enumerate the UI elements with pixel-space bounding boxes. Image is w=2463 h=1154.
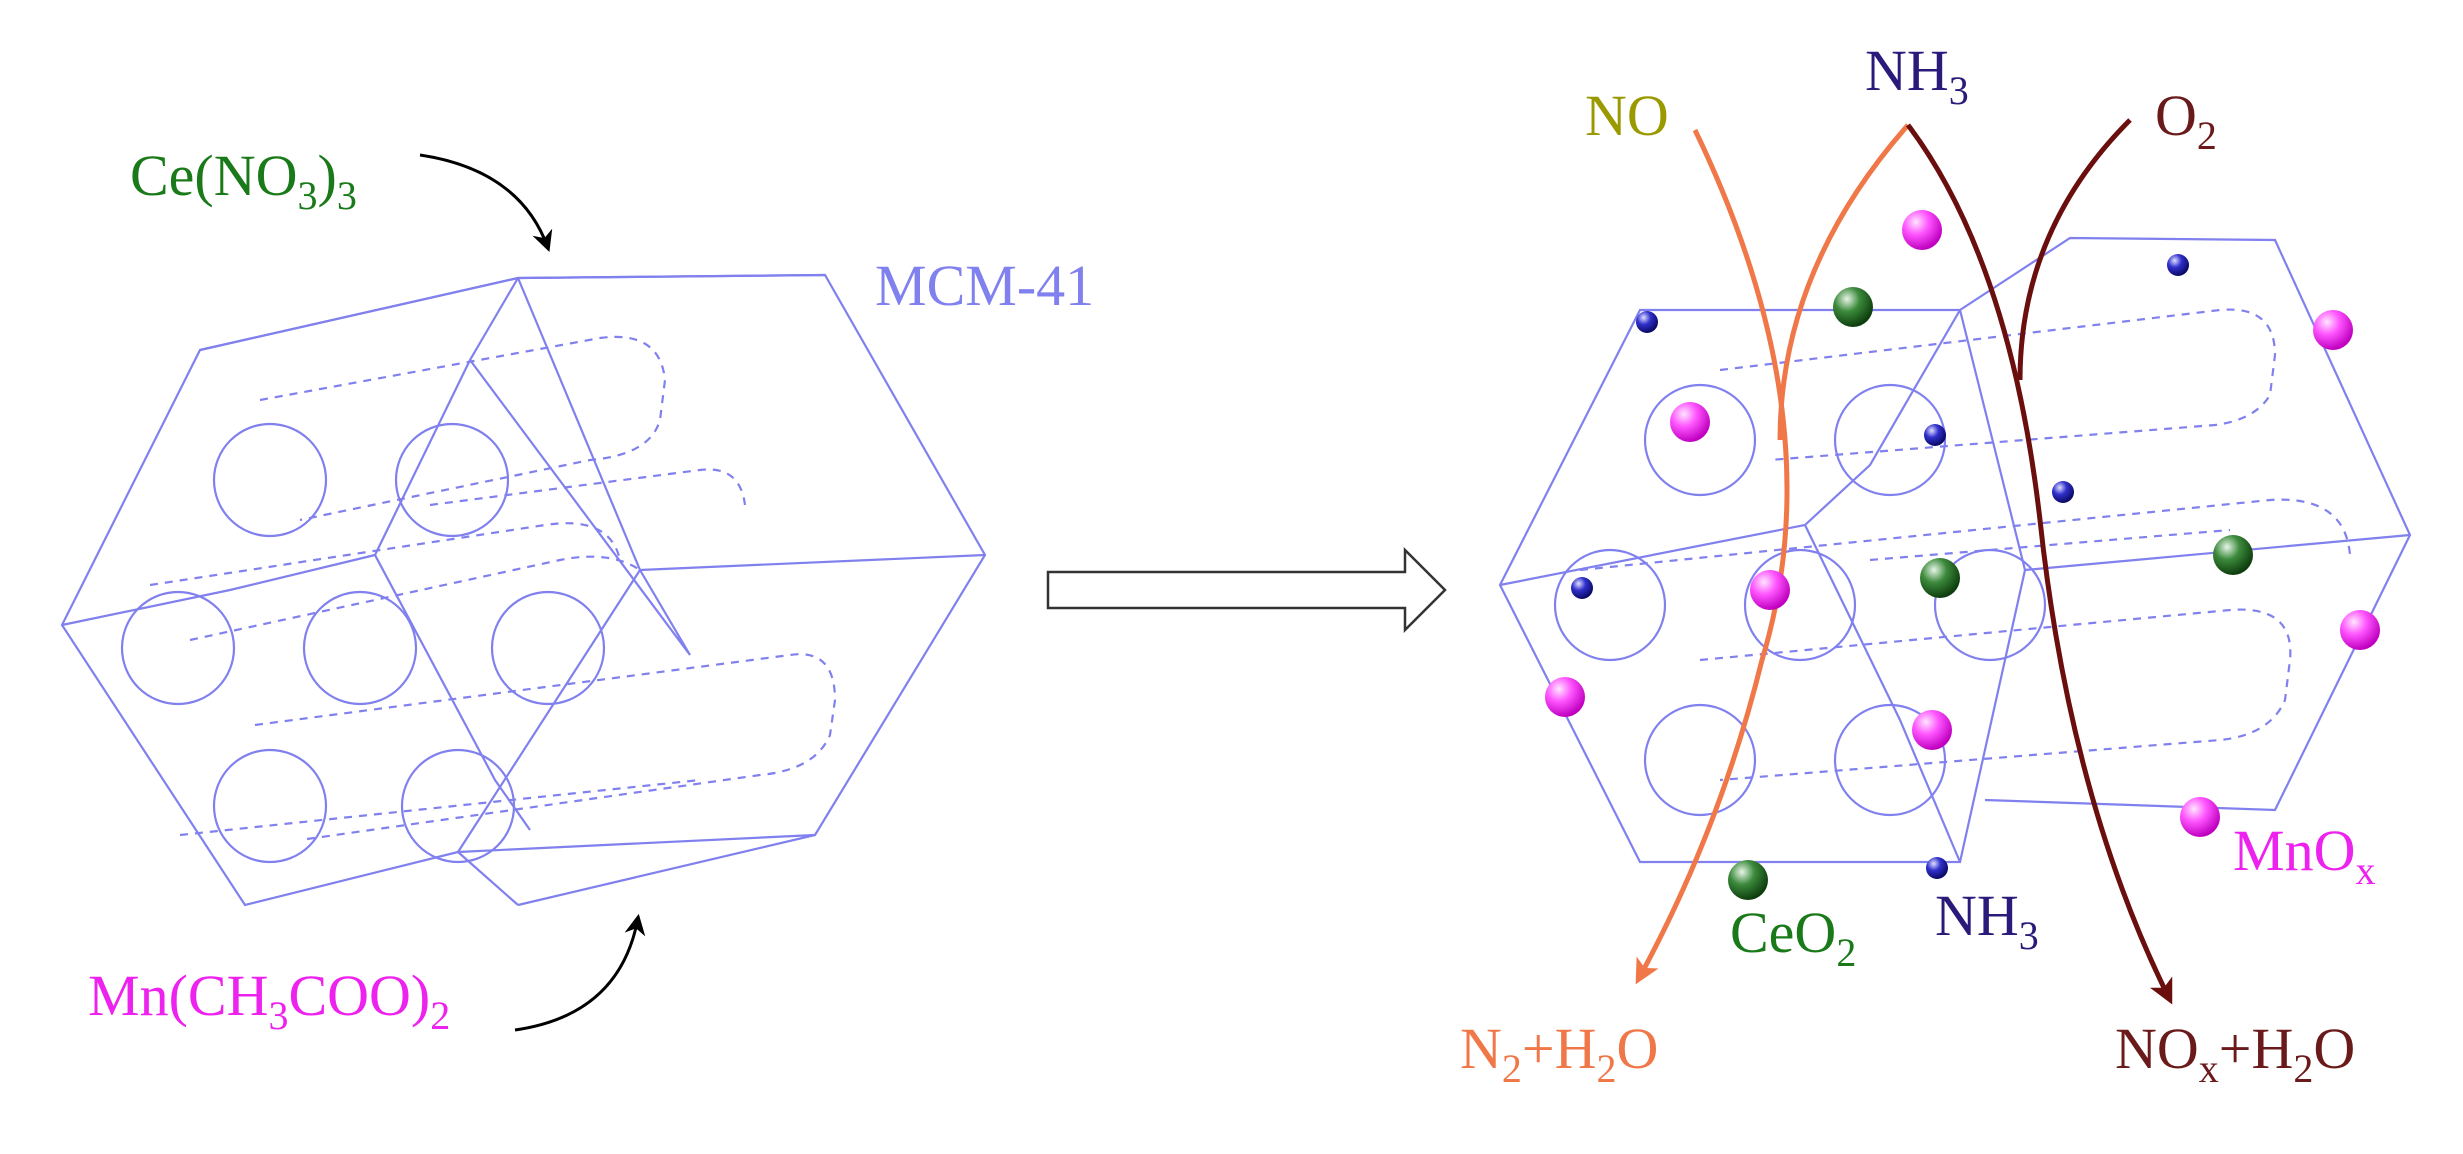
pore-tubes-dashed bbox=[149, 335, 837, 842]
mn-precursor-arrow bbox=[514, 913, 646, 1032]
nh3-top-label: NH3 bbox=[1865, 38, 1969, 113]
inner-wall-3 bbox=[469, 359, 691, 656]
depth-edge-lower bbox=[457, 833, 816, 854]
transform-arrow bbox=[1046, 546, 1447, 634]
nh3-sphere bbox=[2052, 481, 2074, 503]
no-label: NO bbox=[1585, 83, 1669, 148]
nh3-bottom-label: NH3 bbox=[1935, 883, 2039, 958]
mnox-sphere bbox=[2340, 610, 2380, 650]
pore-circle bbox=[490, 590, 606, 706]
nh3-spheres bbox=[1571, 254, 2189, 879]
pore-circle bbox=[1643, 383, 1757, 497]
ce-precursor-label: Ce(NO3)3 bbox=[130, 143, 357, 218]
ceo2-sphere bbox=[1728, 860, 1768, 900]
pore-circle bbox=[1933, 548, 2047, 662]
o2-label: O2 bbox=[2155, 83, 2217, 158]
pore-circle bbox=[394, 422, 510, 538]
o2-reaction-arrow bbox=[2017, 118, 2132, 381]
mnox-sphere bbox=[2313, 310, 2353, 350]
depth-edge-top bbox=[199, 276, 519, 352]
ceo2-sphere bbox=[1833, 287, 1873, 327]
depth-edge-right bbox=[639, 553, 986, 572]
depth-edge-upper bbox=[517, 273, 826, 280]
pore-circle bbox=[1833, 703, 1947, 817]
pore-circle bbox=[1743, 548, 1857, 662]
ceo2-sphere bbox=[1920, 558, 1960, 598]
pore-circle bbox=[302, 590, 418, 706]
pore-circle bbox=[1553, 548, 1667, 662]
nh3-sphere bbox=[1926, 857, 1948, 879]
mcm41-label: MCM-41 bbox=[875, 253, 1094, 318]
nh3-oxidation-arrow bbox=[1906, 123, 2173, 1005]
mnox-sphere bbox=[1750, 570, 1790, 610]
ceo2-label: CeO2 bbox=[1730, 900, 1856, 975]
pore-circle bbox=[400, 748, 516, 864]
mn-precursor-label: Mn(CH3COO)2 bbox=[88, 963, 450, 1038]
nh3-to-n2-arrow bbox=[1777, 123, 1910, 441]
pore-circle bbox=[1643, 703, 1757, 817]
pore-circle bbox=[212, 748, 328, 864]
mnox-sphere bbox=[1670, 402, 1710, 442]
mnox-sphere bbox=[1912, 710, 1952, 750]
ceo2-sphere bbox=[2213, 535, 2253, 575]
mnox-spheres bbox=[1545, 210, 2380, 837]
mcm41-framework-left bbox=[60, 273, 987, 907]
ceo2-spheres bbox=[1728, 287, 2253, 900]
pore-tubes-dashed bbox=[1579, 308, 2352, 782]
mcm41-framework-right bbox=[1498, 236, 2412, 864]
mnox-sphere bbox=[1545, 677, 1585, 717]
back-hexagon-edges bbox=[1959, 236, 2412, 812]
nh3-sphere bbox=[1636, 311, 1658, 333]
pore-circle bbox=[1833, 383, 1947, 497]
inner-wall-1 bbox=[1499, 309, 1961, 587]
no-reaction-arrow bbox=[1635, 128, 1790, 985]
mnox-label: MnOx bbox=[2233, 818, 2375, 893]
mnox-sphere bbox=[1902, 210, 1942, 250]
nh3-sphere bbox=[1924, 424, 1946, 446]
inner-wall-2 bbox=[374, 554, 531, 831]
mnox-sphere bbox=[2180, 797, 2220, 837]
inner-wall-2 bbox=[1804, 524, 1962, 863]
nh3-sphere bbox=[1571, 577, 1593, 599]
back-hexagon-bottom-link bbox=[457, 851, 519, 906]
pore-circle bbox=[120, 590, 236, 706]
nh3-sphere bbox=[2167, 254, 2189, 276]
ce-precursor-arrow bbox=[419, 153, 553, 252]
nox-h2o-label: NOx+H2O bbox=[2115, 1016, 2355, 1091]
back-hexagon-edges bbox=[517, 273, 987, 907]
n2-h2o-label: N2+H2O bbox=[1460, 1016, 1658, 1091]
pore-circle bbox=[212, 422, 328, 538]
